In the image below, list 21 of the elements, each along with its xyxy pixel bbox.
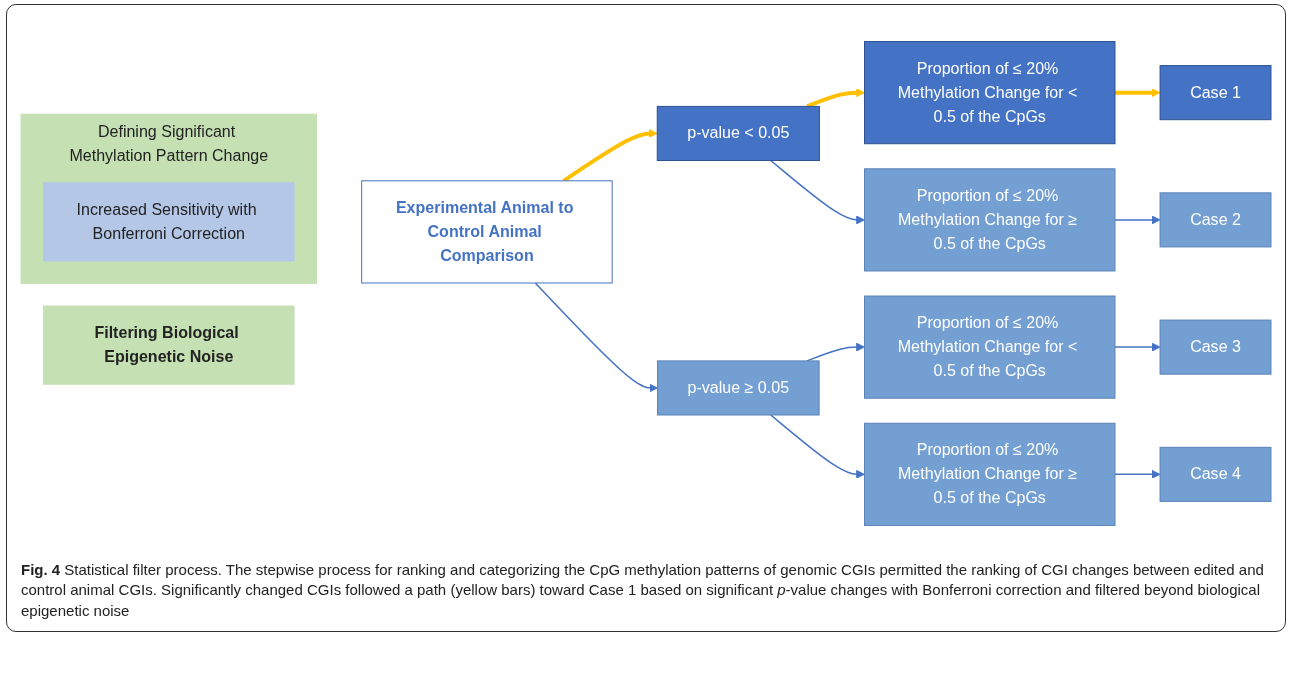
arrow	[770, 159, 865, 225]
arrow	[1114, 469, 1161, 479]
node-box: Case 2	[1159, 192, 1272, 248]
node-box: Filtering Biological Epigenetic Noise	[43, 305, 295, 385]
arrow	[534, 282, 658, 393]
node-box: Proportion of ≤ 20% Methylation Change for < 0.5 of the CpGs	[864, 41, 1116, 145]
arrow	[1114, 342, 1161, 352]
node-box: p-value ≥ 0.05	[657, 360, 820, 416]
figure-caption: Fig. 4 Statistical filter process. The stepwise process for ranking and categorizing the CpG methylation patterns of genomic CGIs permitted the ranking of CGI changes between edited and control animal CGIs. Significantly changed CGIs followed a path (yellow bars) toward Case 1 based on significant p-value changes with Bonferroni correction and filtered beyond biological epigenetic noise	[21, 560, 1265, 621]
node-box: Proportion of ≤ 20% Methylation Change for ≥ 0.5 of the CpGs	[864, 422, 1116, 526]
node-box: Increased Sensitivity with Bonferroni Correction	[43, 182, 295, 262]
arrow	[1115, 88, 1161, 98]
node-box: Proportion of ≤ 20% Methylation Change for ≥ 0.5 of the CpGs	[864, 168, 1116, 272]
node-box: Case 1	[1159, 65, 1272, 121]
arrow	[1114, 215, 1161, 225]
node-box: Proportion of ≤ 20% Methylation Change for < 0.5 of the CpGs	[864, 295, 1116, 399]
node-box: Case 3	[1159, 319, 1272, 375]
node-box: p-value < 0.05	[656, 105, 820, 161]
arrow	[770, 414, 865, 479]
node-box: Case 4	[1159, 446, 1272, 502]
node-box: Experimental Animal to Control Animal Comparison	[361, 180, 613, 284]
